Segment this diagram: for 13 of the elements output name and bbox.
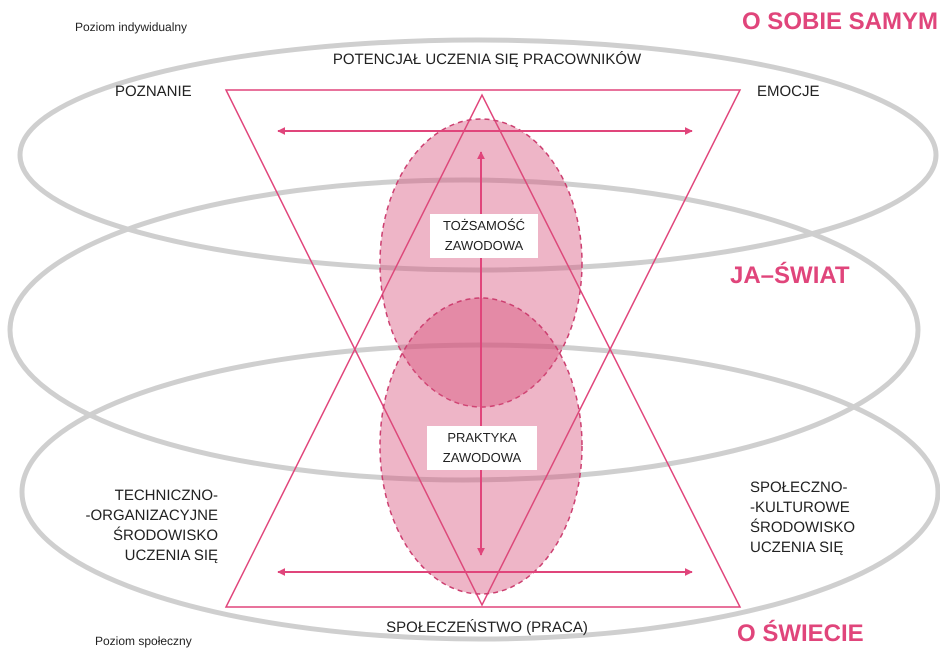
corner-label: SPOŁECZNO- -KULTUROWE ŚRODOWISKO UCZENIA SIĘ	[750, 478, 856, 558]
axis-label: SPOŁECZEŃSTWO (PRACA)	[386, 618, 588, 637]
level-heading: JA–ŚWIAT	[730, 262, 850, 290]
level-heading: O SOBIE SAMYM	[742, 8, 938, 36]
corner-label: POZNANIE	[115, 82, 192, 101]
oval-label: PRAKTYKA ZAWODOWA	[427, 426, 537, 470]
oval-label: TOŻSAMOŚĆ ZAWODOWA	[430, 214, 538, 258]
level-caption: Poziom indywidualny	[75, 19, 188, 35]
corner-label: EMOCJE	[757, 82, 820, 101]
corner-label: TECHNICZNO- -ORGANIZACYJNE ŚRODOWISKO UCZENIA SIĘ	[84, 486, 218, 566]
level-caption: Poziom społeczny	[95, 633, 192, 649]
level-heading: O ŚWIECIE	[737, 620, 864, 648]
axis-label: POTENCJAŁ UCZENIA SIĘ PRACOWNIKÓW	[332, 50, 642, 69]
